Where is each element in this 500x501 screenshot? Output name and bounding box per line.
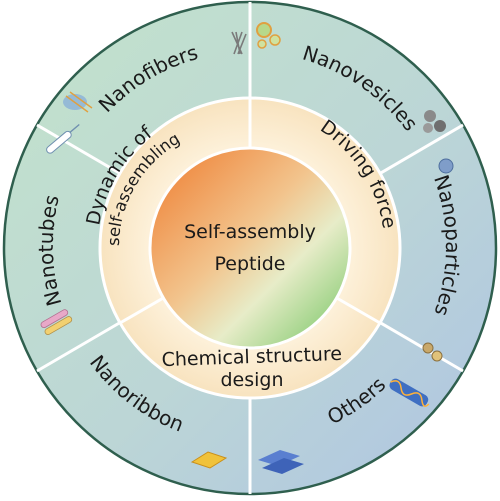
nanotube-probe-icon: [46, 123, 80, 154]
tube-bundle-icon: [40, 309, 73, 335]
center-circle: [148, 146, 352, 350]
helix-structure-icon: [389, 378, 430, 407]
outer-dividers: [36, 2, 464, 494]
fiber-bundle-icon: [63, 91, 93, 113]
nanofiber-strands-icon: [231, 31, 247, 55]
particle-sphere-icon: [422, 158, 454, 362]
others-sheet-icon: [258, 450, 304, 474]
middle-label-chemical-line2: design: [220, 369, 283, 391]
vesicle-cluster-icon: [256, 22, 446, 133]
middle-dividers: [119, 98, 381, 325]
center-title-line2: Peptide: [214, 253, 285, 275]
center-title-line1: Self-assembly: [184, 221, 316, 243]
ribbon-icon: [190, 451, 228, 469]
